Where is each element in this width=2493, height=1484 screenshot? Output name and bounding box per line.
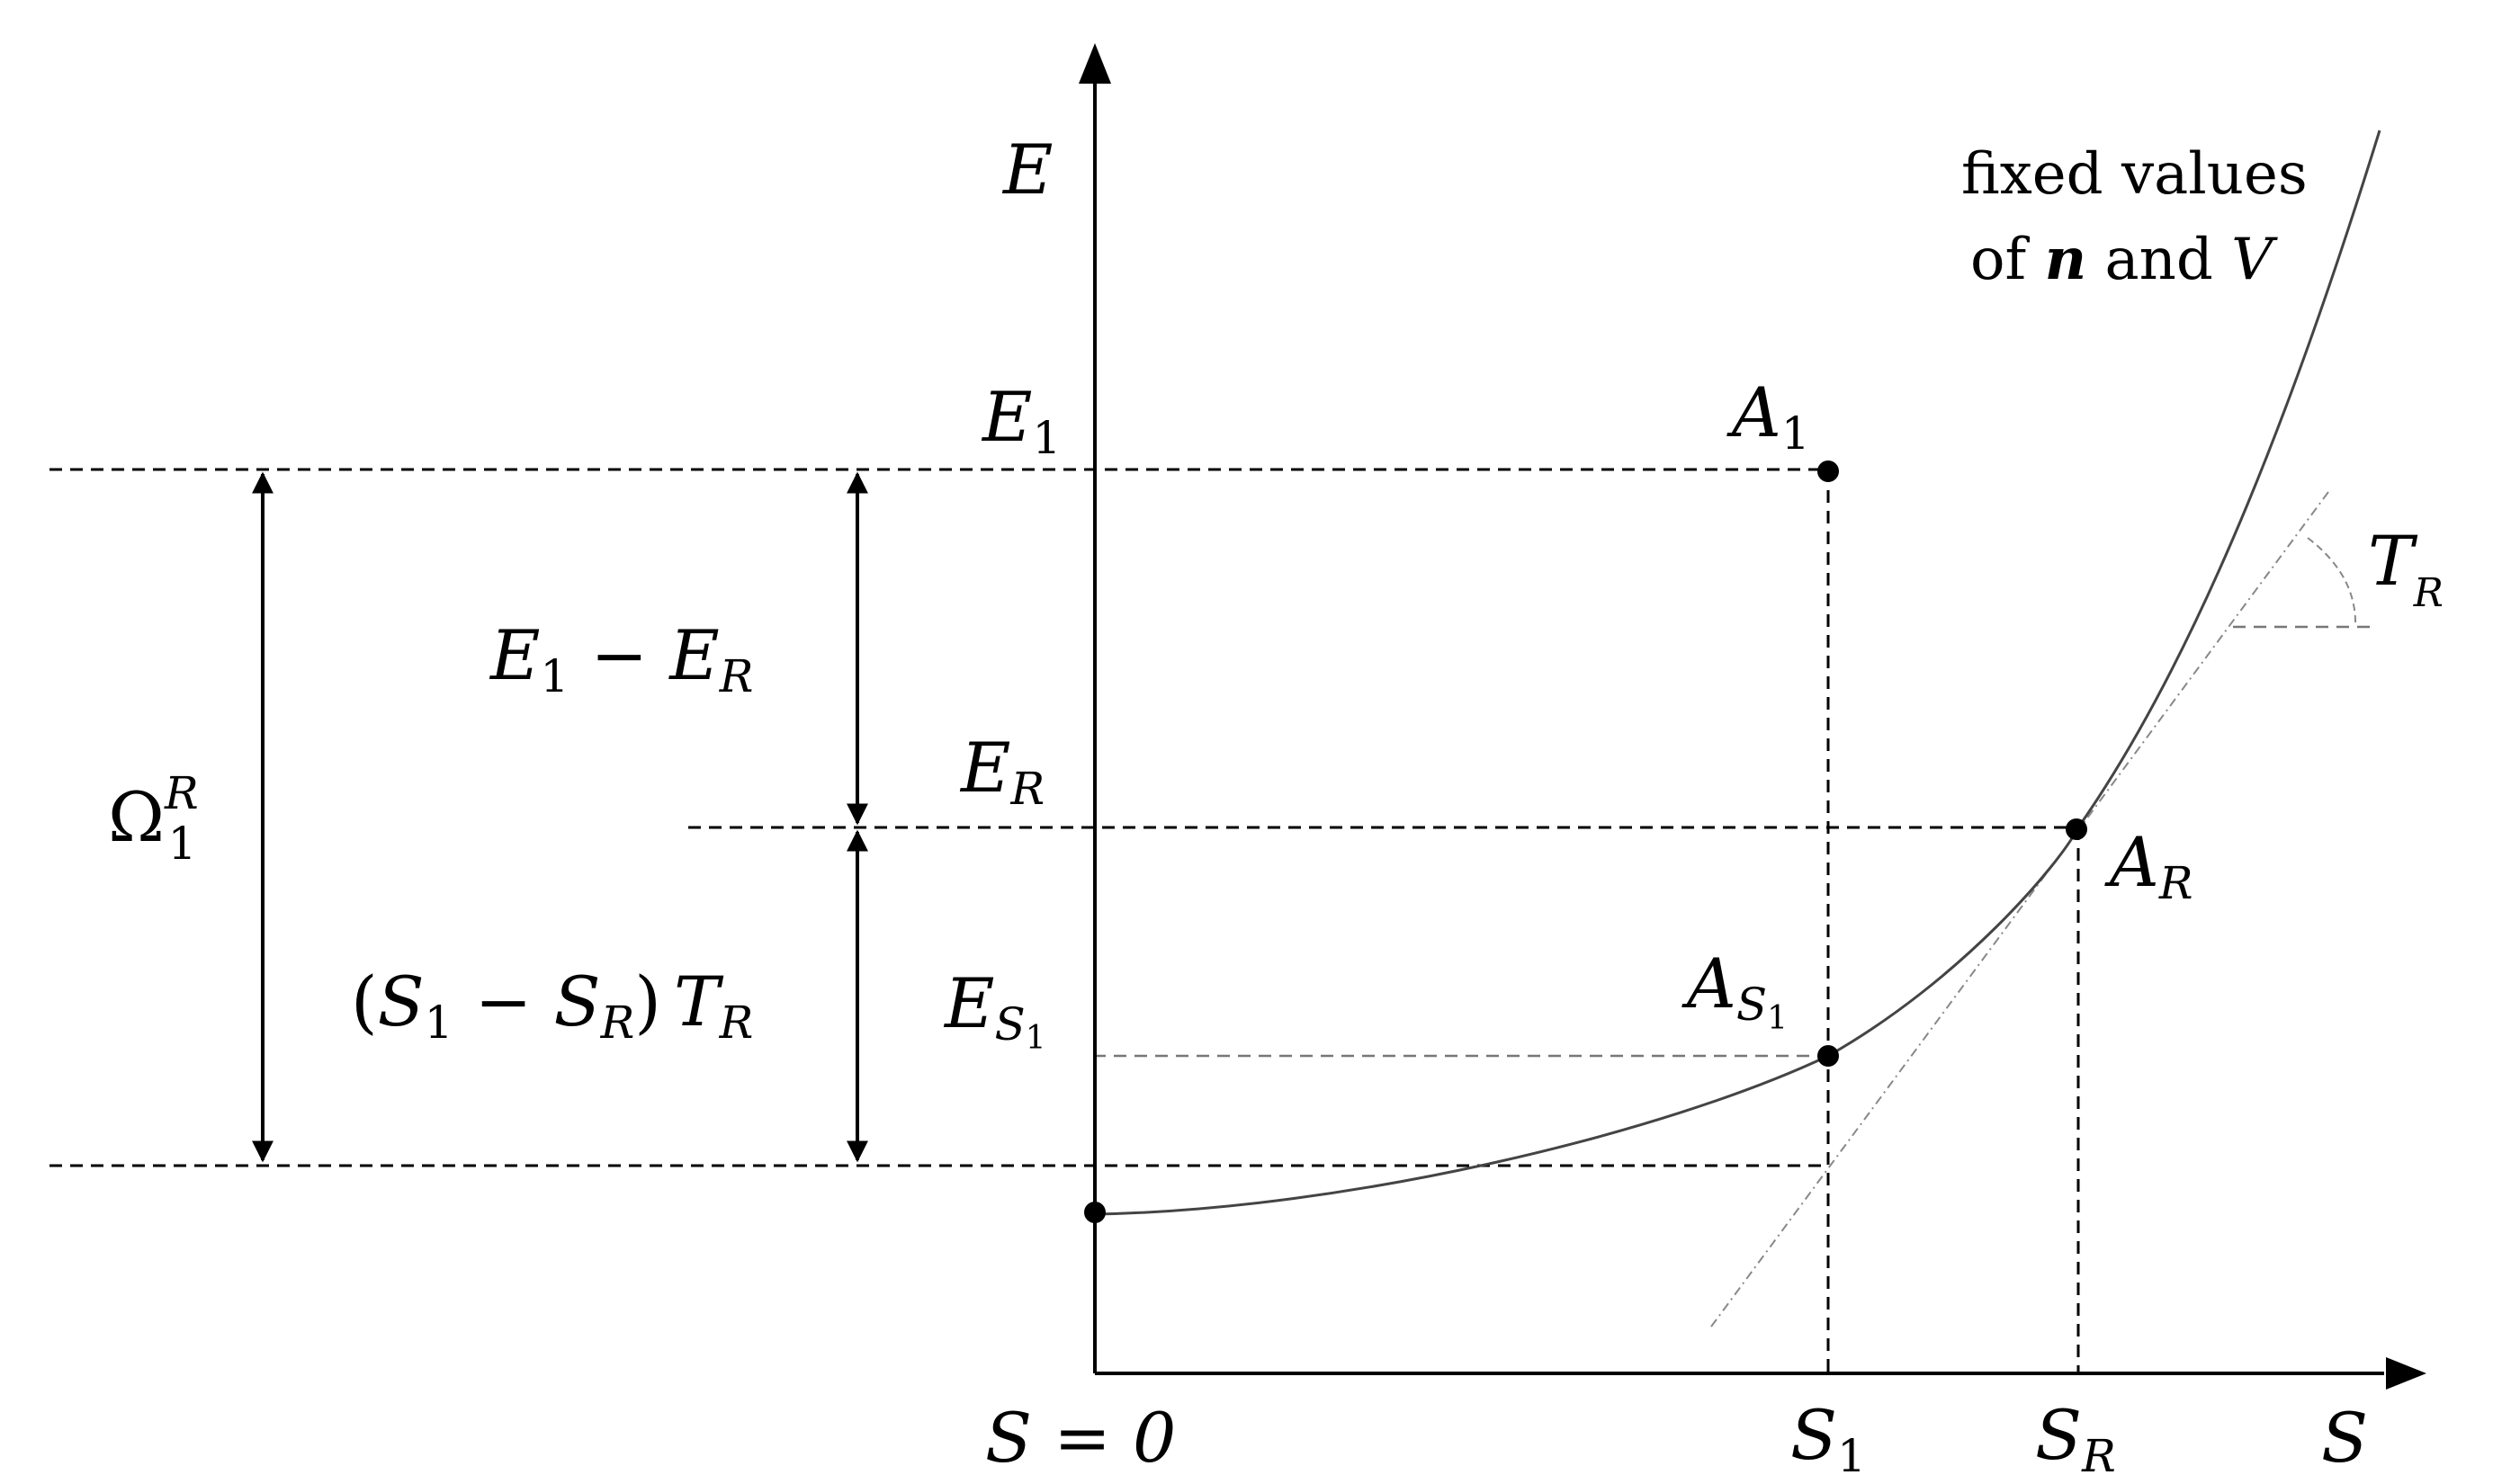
e-axis-arrowhead <box>1079 43 1111 84</box>
sr-label: SR <box>2035 1395 2116 1482</box>
as1-label: AS1 <box>1681 943 1788 1037</box>
energy-entropy-curve <box>1094 130 2381 1216</box>
a1-point <box>1817 460 1839 482</box>
s-axis-label: S <box>2321 1398 2368 1478</box>
er-label: ER <box>959 728 1045 815</box>
ar-label: AR <box>2104 822 2193 909</box>
angle-arc <box>2307 537 2357 628</box>
tangent-label: TR <box>2368 521 2444 616</box>
origin-label: S = 0 <box>985 1398 1176 1478</box>
origin-point <box>1084 1202 1106 1223</box>
es1-label: ES1 <box>943 963 1046 1057</box>
s-axis-arrowhead <box>2386 1357 2426 1390</box>
e1-label: E1 <box>981 377 1061 464</box>
curve-note-line1: fixed values <box>1961 141 2308 208</box>
ar-point <box>2066 818 2087 840</box>
tangent-line <box>1710 491 2329 1328</box>
as1-point <box>1817 1045 1839 1067</box>
e-axis-label: E <box>1001 130 1053 210</box>
s-term-label: (S1 − SR)TR <box>351 961 753 1049</box>
s1-label: S1 <box>1790 1395 1866 1482</box>
a1-label: A1 <box>1726 372 1810 460</box>
e1-minus-er-label: E1 − ER <box>489 615 753 702</box>
curve-note-line2: of n and V <box>1970 226 2278 293</box>
